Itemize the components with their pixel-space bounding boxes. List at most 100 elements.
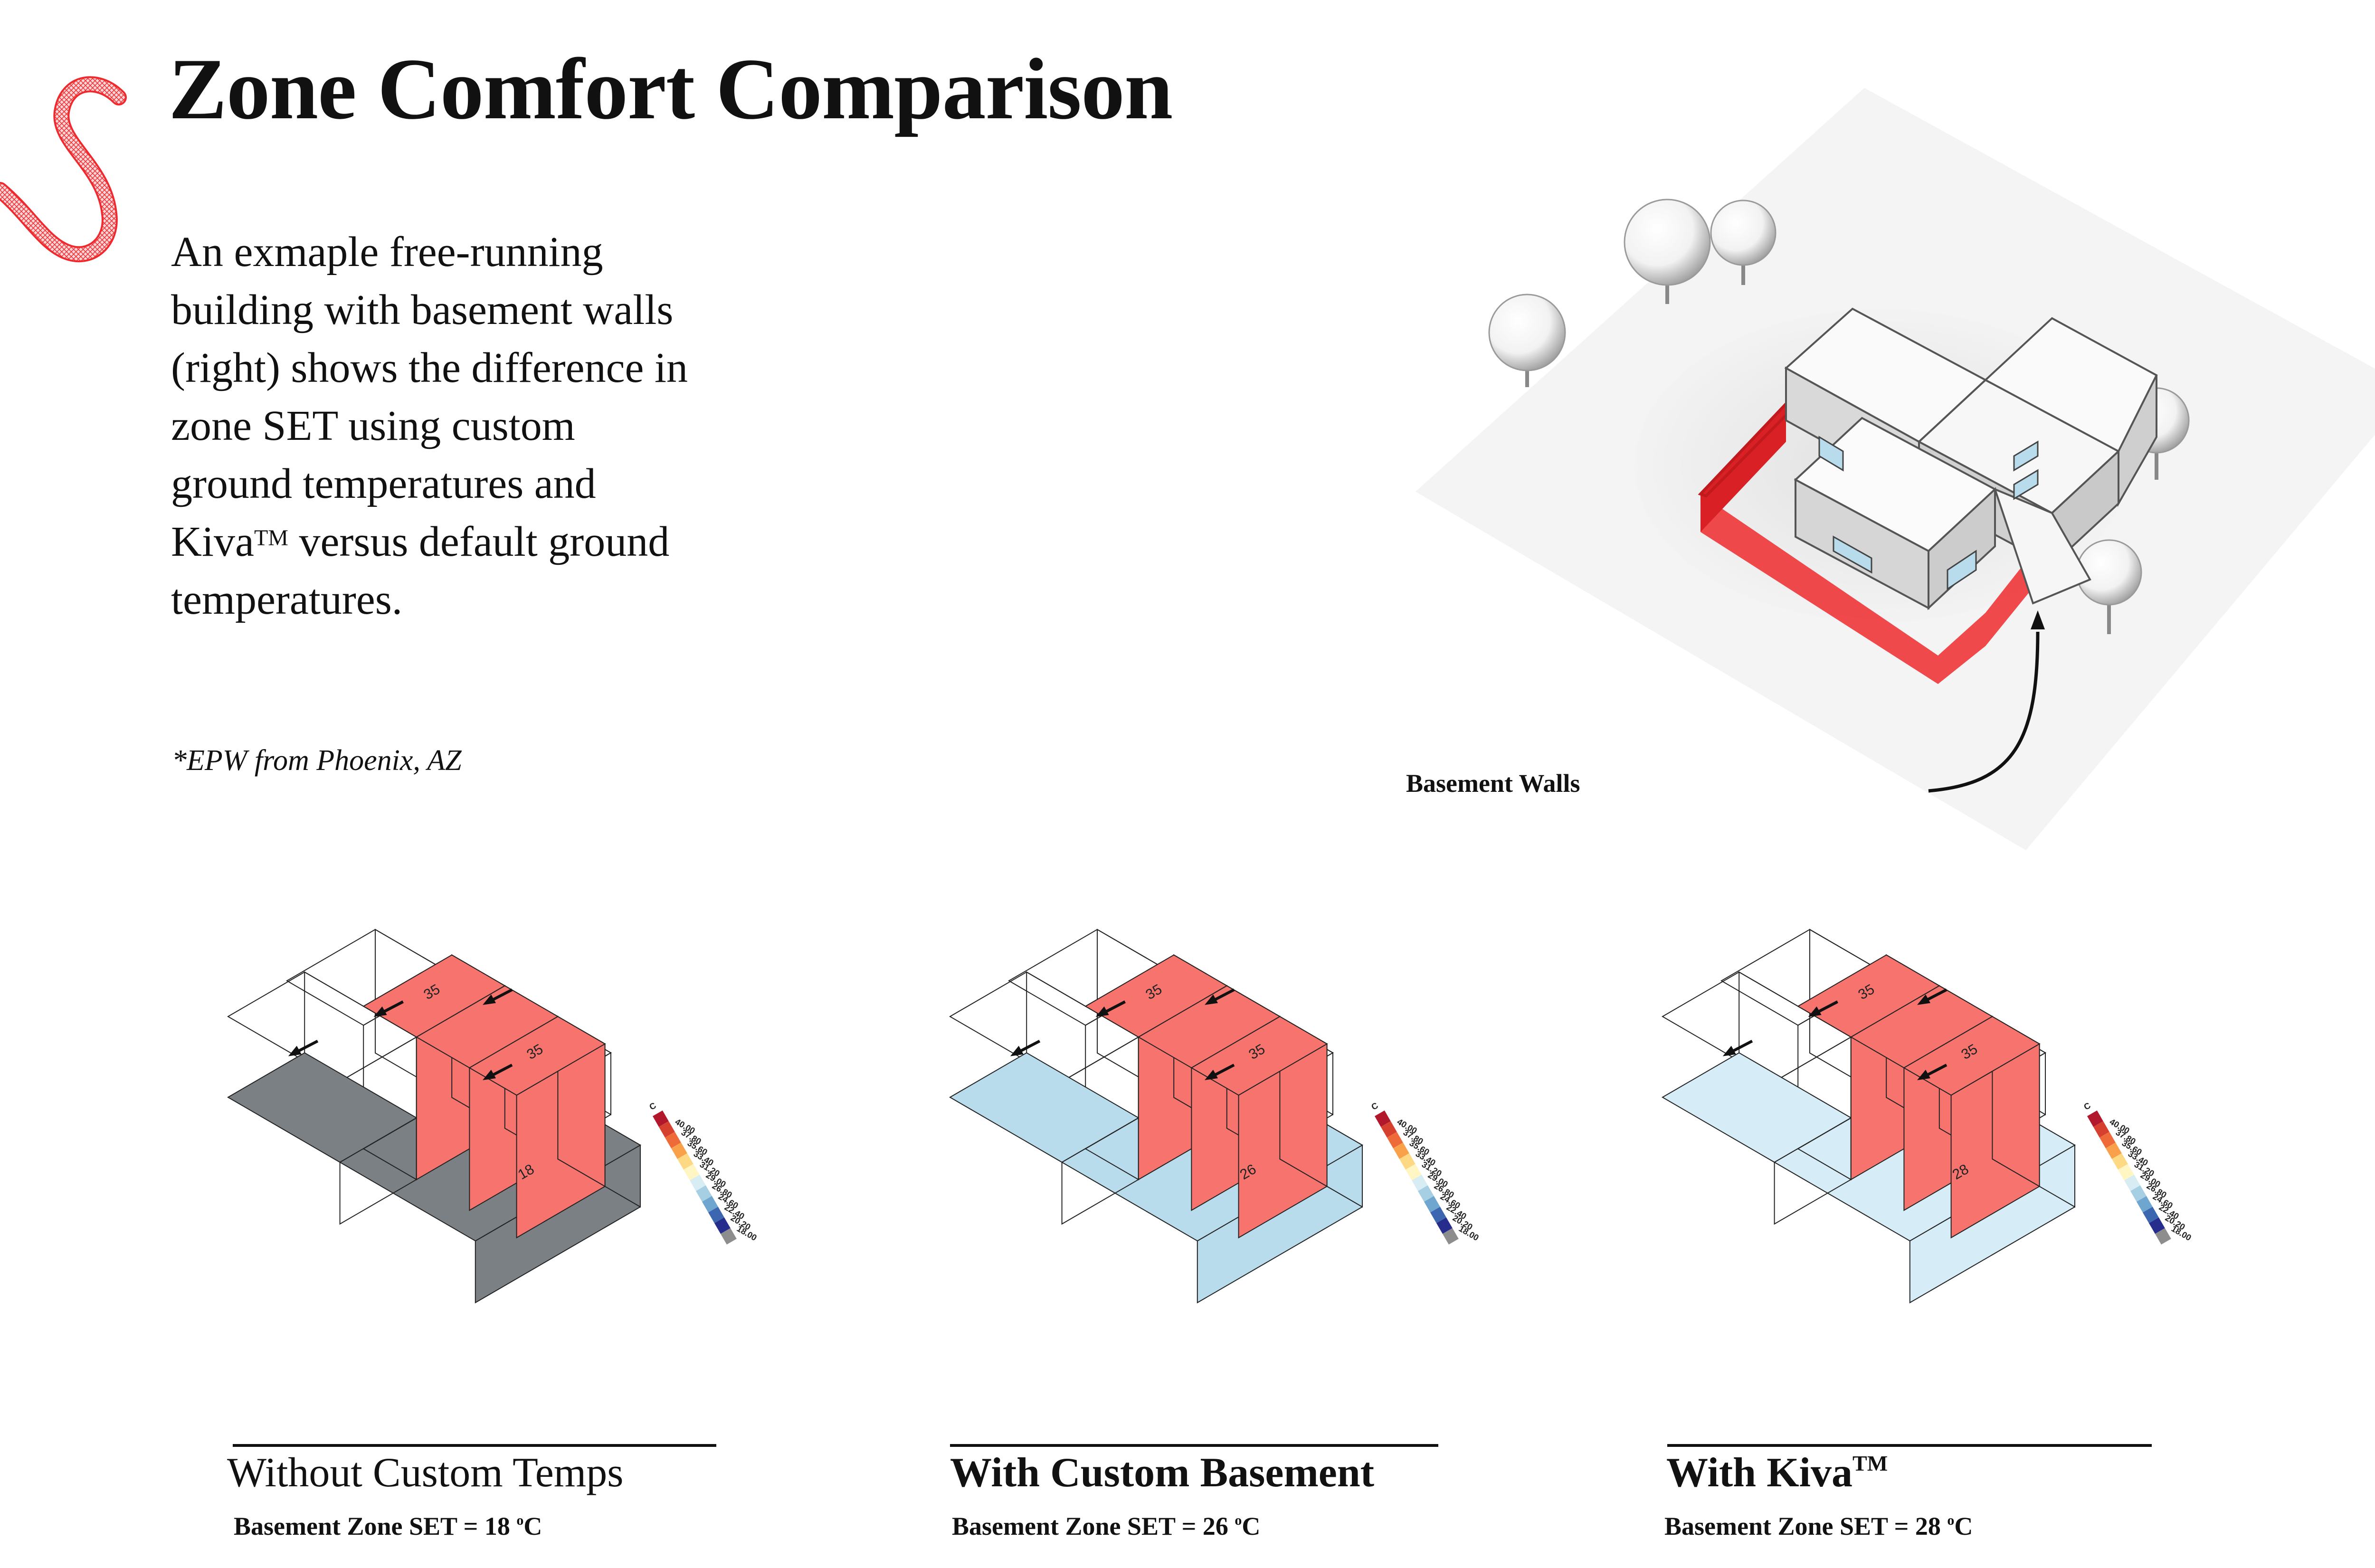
legend-swatch <box>671 1142 687 1159</box>
degree-mark: o <box>1235 1512 1242 1528</box>
legend-swatch <box>702 1196 718 1213</box>
unit-text: C <box>523 1512 542 1540</box>
caption-title-1: Without Custom Temps <box>227 1450 624 1496</box>
zone-diagram-with-custom-basement: 35352640.0037.8035.6033.4031.2029.0026.8… <box>949 929 1481 1304</box>
callout-arrow <box>1928 631 2040 793</box>
hero-building-diagram <box>1416 88 2375 850</box>
airflow-arrow-icon <box>1722 1039 1753 1056</box>
caption-subtitle-1: Basement Zone SET = 18 oC <box>234 1511 542 1541</box>
legend-swatch <box>2112 1153 2128 1170</box>
legend-swatch <box>2130 1185 2147 1202</box>
squiggle-logo-icon <box>0 76 127 263</box>
box-top-face <box>468 1016 606 1096</box>
legend-swatch <box>2155 1228 2171 1245</box>
legend-swatch <box>696 1185 712 1202</box>
windows <box>1818 436 2039 590</box>
legend-swatch <box>653 1110 669 1127</box>
legend-swatch <box>665 1131 681 1149</box>
zone-diagram-without-custom-temps: 35351840.0037.8035.6033.4031.2029.0026.8… <box>227 929 759 1304</box>
basement-walls-label: Basement Walls <box>1406 769 1580 798</box>
legend-swatch <box>1406 1164 1422 1180</box>
legend-swatch <box>2149 1217 2165 1234</box>
airflow-arrow-icon <box>483 988 513 1005</box>
caption-rule <box>233 1444 716 1447</box>
legend-swatch <box>1424 1196 1440 1213</box>
airflow-arrow-icon <box>483 1064 513 1080</box>
legend-swatch <box>1381 1121 1397 1138</box>
legend-unit-label: C <box>2082 1101 2092 1112</box>
tree-icon <box>1624 199 1711 304</box>
legend-unit-label: C <box>1369 1101 1379 1112</box>
legend-swatch <box>1387 1131 1403 1149</box>
legend-unit-label: C <box>647 1101 657 1112</box>
legend-swatch <box>2087 1110 2103 1127</box>
airflow-arrow-icon <box>288 1039 319 1056</box>
caption-subtitle-3: Basement Zone SET = 28 oC <box>1664 1511 1973 1541</box>
page-title: Zone Comfort Comparison <box>169 40 1173 137</box>
caption-rule <box>1667 1444 2152 1447</box>
legend-swatch <box>2143 1207 2159 1223</box>
airflow-arrow-icon <box>1010 1039 1041 1056</box>
hot-zone-lower <box>468 1016 606 1239</box>
title-text: With Kiva <box>1666 1450 1853 1496</box>
caption-title-3: With KivaTM <box>1666 1449 1888 1497</box>
hot-zone-lower <box>1903 1016 2041 1239</box>
legend-swatch <box>2118 1164 2134 1180</box>
box-top-face <box>1903 1016 2041 1096</box>
building-volumes <box>1784 307 2158 610</box>
legend-swatch <box>2124 1174 2140 1191</box>
intro-text-after: versus default ground temperatures. <box>171 518 670 623</box>
airflow-arrow-icon <box>1917 1064 1948 1080</box>
source-note: *EPW from Phoenix, AZ <box>172 744 462 777</box>
intro-paragraph: An exmaple free-running building with ba… <box>171 223 694 629</box>
hot-zone-lower <box>1190 1016 1328 1239</box>
tree-icon <box>1488 294 1566 387</box>
legend-swatch <box>1393 1142 1409 1159</box>
unit-text: C <box>1242 1512 1261 1540</box>
caption-subtitle-2: Basement Zone SET = 26 oC <box>952 1511 1260 1541</box>
subtitle-text: Basement Zone SET = 26 <box>952 1512 1235 1540</box>
legend-swatch <box>684 1164 700 1180</box>
legend-swatch <box>677 1153 694 1170</box>
airflow-arrow-icon <box>1917 988 1948 1005</box>
unit-text: C <box>1954 1512 1973 1540</box>
legend-swatch <box>1375 1110 1391 1127</box>
legend-swatch <box>1430 1207 1446 1223</box>
legend-swatch <box>1412 1174 1428 1191</box>
box-top-face <box>1190 1016 1328 1096</box>
tree-icon <box>1710 200 1776 285</box>
legend-swatch <box>721 1228 737 1245</box>
tree-icon <box>2076 539 2142 634</box>
color-legend: 40.0037.8035.6033.4031.2029.0026.8024.60… <box>647 1101 759 1245</box>
legend-swatch <box>690 1174 706 1191</box>
legend-swatch <box>1443 1228 1459 1245</box>
caption-rule <box>950 1444 1438 1447</box>
legend-swatch <box>2093 1121 2109 1138</box>
legend-swatch <box>1399 1153 1416 1170</box>
trademark-mark: TM <box>254 525 288 551</box>
arrow-head-icon <box>2031 610 2045 629</box>
legend-swatch <box>1436 1217 1453 1234</box>
subtitle-text: Basement Zone SET = 28 <box>1664 1512 1948 1540</box>
degree-mark: o <box>516 1512 524 1528</box>
caption-title-2: With Custom Basement <box>950 1450 1375 1496</box>
airflow-arrow-icon <box>1205 988 1235 1005</box>
legend-swatch <box>659 1121 675 1138</box>
intro-text: An exmaple free-running building with ba… <box>171 228 688 565</box>
color-legend: 40.0037.8035.6033.4031.2029.0026.8024.60… <box>2082 1101 2193 1245</box>
legend-swatch <box>708 1207 724 1223</box>
airflow-arrow-icon <box>1808 1000 1838 1017</box>
legend-swatch <box>1418 1185 1434 1202</box>
legend-swatch <box>2137 1196 2153 1213</box>
legend-swatch <box>714 1217 731 1234</box>
airflow-arrow-icon <box>373 1000 404 1017</box>
airflow-arrow-icon <box>1095 1000 1126 1017</box>
legend-swatch <box>2100 1131 2116 1149</box>
airflow-arrow-icon <box>1205 1064 1235 1080</box>
subtitle-text: Basement Zone SET = 18 <box>234 1512 517 1540</box>
trademark-mark: TM <box>1852 1451 1888 1475</box>
zone-diagram-with-kiva: 35352840.0037.8035.6033.4031.2029.0026.8… <box>1662 929 2193 1304</box>
